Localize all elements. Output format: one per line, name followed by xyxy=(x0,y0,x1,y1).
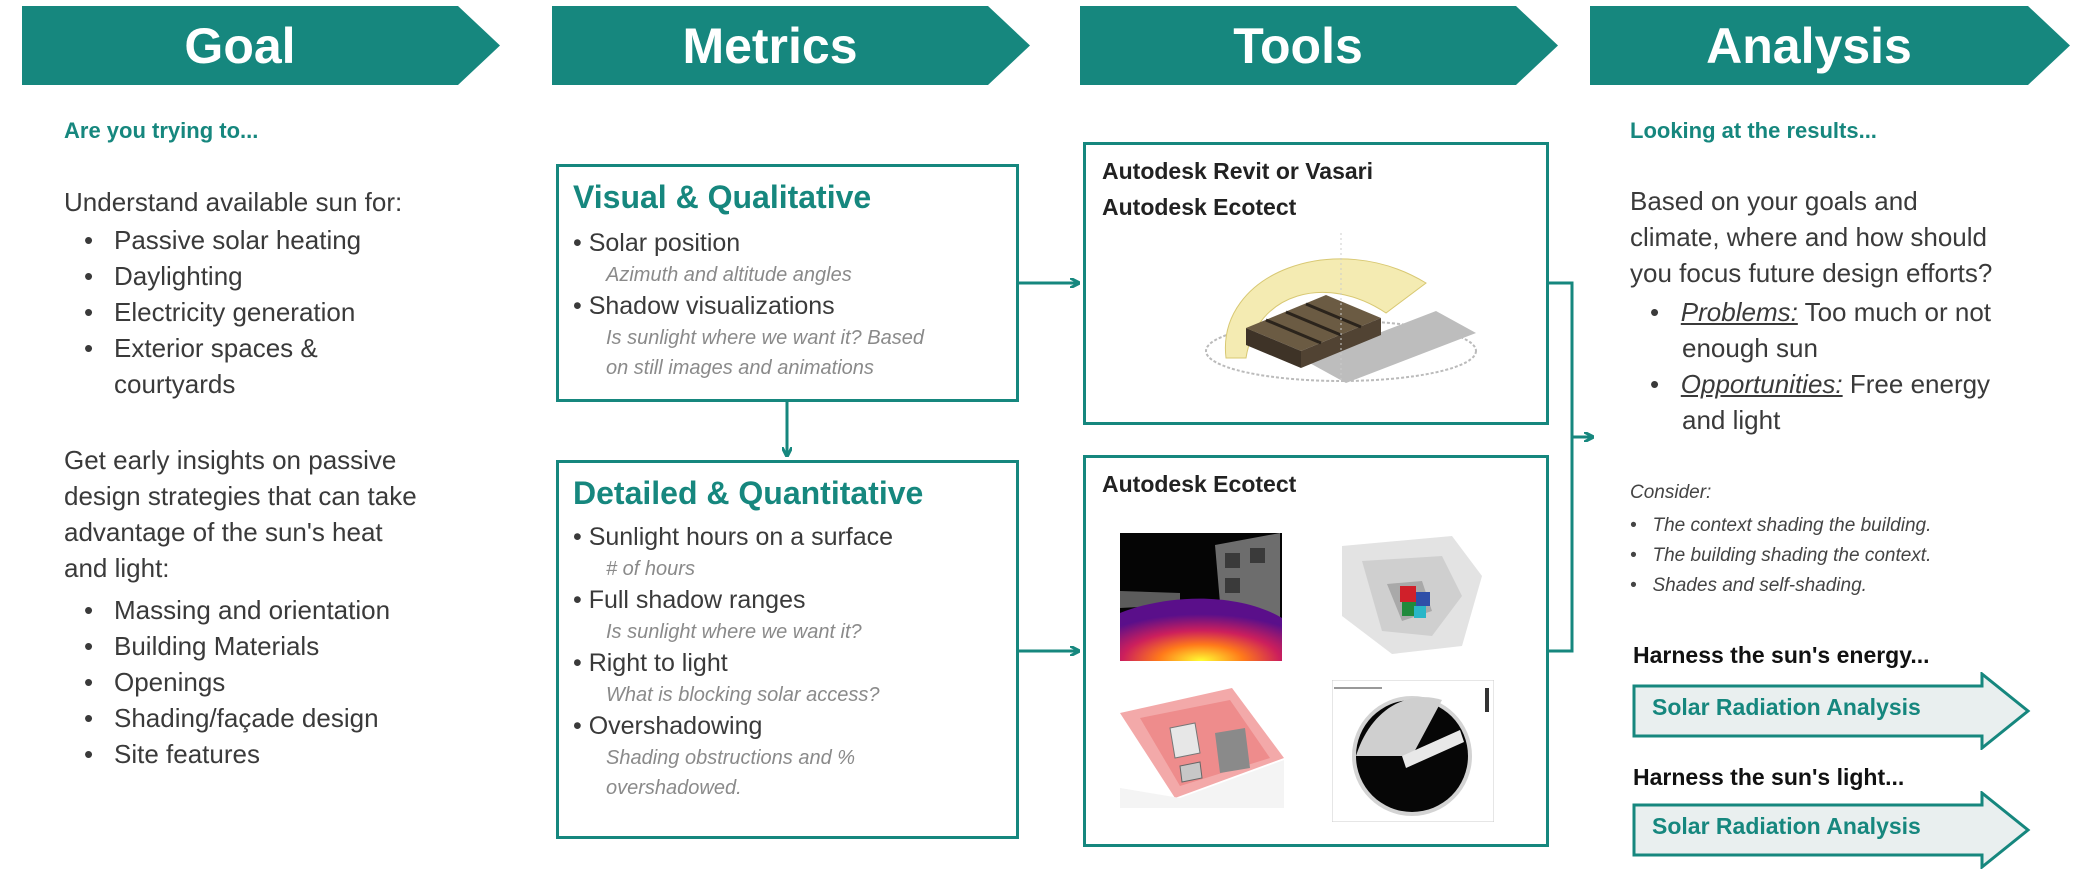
tools-bracket xyxy=(1549,281,1574,653)
list-item: • The context shading the building. xyxy=(1630,515,1932,536)
harness-light-label: Harness the sun's light... xyxy=(1633,764,1905,790)
analysis-subtitle: Looking at the results... xyxy=(1630,118,1877,143)
analysis-points: • Problems: Too much or not enough sun •… xyxy=(1650,294,1991,438)
list-item: Shading/façade design xyxy=(64,700,390,736)
visual-qualitative-title: Visual & Qualitative xyxy=(573,179,872,215)
solar-radiation-analysis-button-light[interactable]: Solar Radiation Analysis xyxy=(1632,791,2032,869)
tool-name: Autodesk Ecotect xyxy=(1102,471,1297,497)
metrics-header-label: Metrics xyxy=(682,17,858,74)
goal-intro-2-line: Get early insights on passive xyxy=(64,445,397,475)
metric-label: Right to light xyxy=(588,649,728,677)
metrics-header: Metrics xyxy=(552,6,1030,85)
opportunities-text-cont: and light xyxy=(1682,405,1781,435)
goal-header-label: Goal xyxy=(184,17,296,74)
metric-note: Azimuth and altitude angles xyxy=(606,264,852,286)
goal-intro-2-line: advantage of the sun's heat xyxy=(64,517,383,547)
metric-label: Overshadowing xyxy=(588,712,763,740)
analysis-header: Analysis xyxy=(1590,6,2070,85)
list-item: • Shades and self-shading. xyxy=(1630,575,1867,596)
problems-text: Too much or not xyxy=(1797,297,1992,327)
metric-item: • Overshadowing xyxy=(573,712,763,740)
metric-label: Sunlight hours on a surface xyxy=(588,523,894,551)
sunlight-hours-render xyxy=(1120,533,1282,661)
list-item: Electricity generation xyxy=(64,294,361,330)
metric-label: Solar position xyxy=(588,229,741,257)
list-item: • The building shading the context. xyxy=(1630,545,1932,566)
goal-intro-2-line: and light: xyxy=(64,553,170,583)
goal-header: Goal xyxy=(22,6,500,85)
list-item: Exterior spaces & xyxy=(64,330,361,366)
analysis-intro-line: climate, where and how should xyxy=(1630,222,1987,252)
opportunities-text: Free energy xyxy=(1842,369,1991,399)
tool-name: Autodesk Ecotect xyxy=(1102,194,1297,220)
list-item: Daylighting xyxy=(64,258,361,294)
button-label: Solar Radiation Analysis xyxy=(1652,813,1921,839)
goal-list-1-continuation: courtyards xyxy=(114,369,236,399)
list-item: Building Materials xyxy=(64,628,390,664)
consider-item: Shades and self-shading. xyxy=(1652,575,1867,596)
button-label: Solar Radiation Analysis xyxy=(1652,694,1921,720)
metric-label: Shadow visualizations xyxy=(588,292,835,320)
consider-list: • The context shading the building. • Th… xyxy=(1630,511,1931,601)
overshadowing-render xyxy=(1120,688,1284,808)
metric-item: • Right to light xyxy=(573,649,728,677)
arrow-shape xyxy=(1632,791,2031,869)
metric-note: # of hours xyxy=(606,558,695,580)
list-item: Openings xyxy=(64,664,390,700)
metric-note: What is blocking solar access? xyxy=(606,684,880,706)
problems-point: • Problems: Too much or not xyxy=(1650,297,1992,327)
list-item: Massing and orientation xyxy=(64,592,390,628)
metric-note: Is sunlight where we want it? xyxy=(606,621,862,643)
shadow-range-render xyxy=(1332,536,1492,658)
goal-intro-2: Get early insights on passive design str… xyxy=(64,442,417,586)
tools-header-label: Tools xyxy=(1233,17,1363,74)
metric-note: overshadowed. xyxy=(606,777,742,799)
analysis-intro: Based on your goals and climate, where a… xyxy=(1630,183,1992,291)
solar-radiation-analysis-button-energy[interactable]: Solar Radiation Analysis xyxy=(1632,672,2032,750)
consider-item: The building shading the context. xyxy=(1652,545,1932,566)
consider-title: Consider: xyxy=(1630,482,1712,503)
goal-list-1: Passive solar heating Daylighting Electr… xyxy=(64,222,361,366)
metric-item: • Full shadow ranges xyxy=(573,586,806,614)
analysis-intro-line: you focus future design efforts? xyxy=(1630,258,1993,288)
metric-item: • Solar position xyxy=(573,229,741,257)
goal-subtitle: Are you trying to... xyxy=(64,118,259,143)
detailed-quantitative-box: Detailed & Quantitative • Sunlight hours… xyxy=(556,460,1019,839)
metric-item: • Sunlight hours on a surface xyxy=(573,523,894,551)
problems-text-cont: enough sun xyxy=(1682,333,1818,363)
analysis-intro-line: Based on your goals and xyxy=(1630,186,1918,216)
tools-bottom-box: Autodesk Ecotect xyxy=(1083,455,1549,847)
harness-energy-label: Harness the sun's energy... xyxy=(1633,642,1930,668)
visual-qualitative-box: Visual & Qualitative • Solar position Az… xyxy=(556,164,1019,402)
metric-item: • Shadow visualizations xyxy=(573,292,835,320)
list-item: Site features xyxy=(64,736,390,772)
tool-name: Autodesk Revit or Vasari xyxy=(1102,158,1373,184)
list-item: Passive solar heating xyxy=(64,222,361,258)
goal-list-2: Massing and orientation Building Materia… xyxy=(64,592,390,772)
metric-note: Shading obstructions and % xyxy=(606,747,856,769)
goal-intro-1: Understand available sun for: xyxy=(64,187,403,217)
arrow-shape xyxy=(1632,672,2031,750)
tools-header: Tools xyxy=(1080,6,1558,85)
consider-item: The context shading the building. xyxy=(1652,515,1932,536)
metric-note: on still images and animations xyxy=(606,357,874,379)
sun-path-illustration xyxy=(1205,233,1477,383)
problems-label: Problems: xyxy=(1680,297,1798,327)
metric-label: Full shadow ranges xyxy=(588,586,806,614)
opportunities-point: • Opportunities: Free energy xyxy=(1650,369,1991,399)
detailed-quantitative-title: Detailed & Quantitative xyxy=(573,475,924,511)
goal-intro-2-line: design strategies that can take xyxy=(64,481,417,511)
solar-access-render xyxy=(1332,680,1494,822)
analysis-header-label: Analysis xyxy=(1706,17,1912,74)
tools-top-box: Autodesk Revit or Vasari Autodesk Ecotec… xyxy=(1083,142,1549,425)
metric-note: Is sunlight where we want it? Based xyxy=(606,327,924,349)
opportunities-label: Opportunities: xyxy=(1680,369,1843,399)
